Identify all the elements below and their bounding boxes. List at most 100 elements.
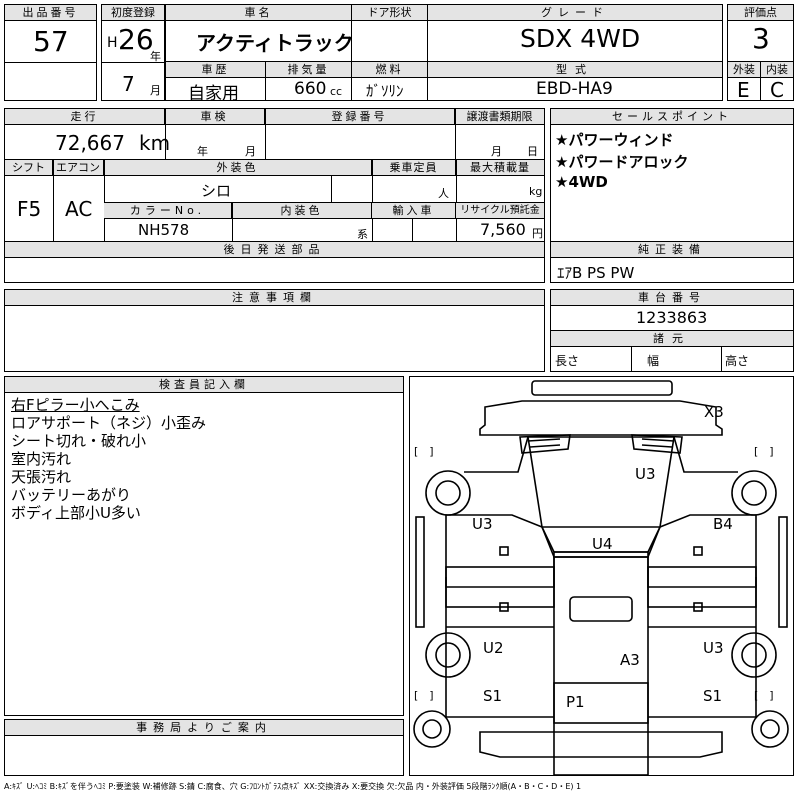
car-name-label: 車名 xyxy=(166,5,351,21)
damage-legend: A:ｷｽﾞ U:ﾍｺﾐ B:ｷｽﾞを伴うﾍｺﾐ P:要塗装 W:補修跡 S:錆 … xyxy=(4,782,582,791)
mileage-unit: km xyxy=(139,131,171,155)
capacity-label: 乗車定員 xyxy=(372,160,456,176)
score-box: 評価点 3 xyxy=(727,4,794,62)
damage-mark: U4 xyxy=(592,535,613,553)
transfer-day-unit: 日 xyxy=(527,145,538,158)
truck-outline-diagram xyxy=(413,380,789,775)
sales-points-label: セールスポイント xyxy=(551,109,793,125)
mileage: 72,667 xyxy=(55,131,125,155)
history: 自家用 xyxy=(188,84,239,104)
door-box: ドア形状 xyxy=(351,4,428,62)
displacement-unit: cc xyxy=(330,85,343,98)
color-number: NH578 xyxy=(138,221,190,239)
mileage-label: 走行 xyxy=(5,109,165,125)
inspector-note: バッテリーあがり xyxy=(11,486,132,504)
displacement: 660 xyxy=(294,79,327,99)
recycle-fee-unit: 円 xyxy=(532,227,543,240)
sales-points-box: セールスポイント ★パワーウィンド ★パワードアロック ★4WD xyxy=(550,108,794,242)
model-code: EBD-HA9 xyxy=(536,79,613,99)
sales-point-item: ★4WD xyxy=(555,173,608,191)
bracket-slot: [ ] xyxy=(754,689,774,702)
fuel-box: 燃料 ｶﾞｿﾘﾝ xyxy=(351,61,428,101)
exterior-color-label: 外装色 xyxy=(104,160,372,176)
damage-mark: P1 xyxy=(566,693,585,711)
model-box: 型式 EBD-HA9 xyxy=(427,61,723,101)
caution-label: 注意事項欄 xyxy=(5,290,544,306)
exterior-color: シロ xyxy=(201,182,232,200)
damage-mark: A3 xyxy=(620,651,640,669)
sales-point-item: ★パワーウィンド xyxy=(555,131,674,149)
grade-box: グレード SDX 4WD xyxy=(427,4,723,62)
damage-mark: U3 xyxy=(635,465,656,483)
genuine-equipment-box: 純正装備 ｴｱB PS PW xyxy=(550,241,794,283)
registration-year: 26 xyxy=(118,23,154,56)
color-number-label: カラーNo. xyxy=(104,203,232,219)
lot-number-label: 出品番号 xyxy=(5,5,96,21)
shift-label: シフト xyxy=(5,160,53,176)
chassis-number: 1233863 xyxy=(636,308,708,327)
recycle-fee-label: リサイクル預託金 xyxy=(456,203,544,219)
damage-mark: U2 xyxy=(483,639,504,657)
door-label: ドア形状 xyxy=(352,5,427,21)
damage-mark: S1 xyxy=(483,687,503,705)
fuel: ｶﾞｿﾘﾝ xyxy=(366,82,404,100)
first-registration-box: 初度登録 H 26 年 7 月 xyxy=(101,4,165,101)
exterior-grade-label: 外装 xyxy=(728,62,760,78)
bracket-slot: [ ] xyxy=(414,445,434,458)
inspection-label: 車検 xyxy=(165,109,265,125)
score: 3 xyxy=(752,22,770,55)
transfer-month-unit: 月 xyxy=(491,145,502,158)
inspection-year-unit: 年 xyxy=(197,145,208,158)
interior-grade-label: 内装 xyxy=(761,62,793,78)
later-parts-label: 後日発送部品 xyxy=(5,242,544,258)
genuine-equipment: ｴｱB PS PW xyxy=(557,264,635,282)
office-notice-label: 事務局よりご案内 xyxy=(5,720,403,736)
interior-grade: C xyxy=(770,78,784,102)
lot-number: 57 xyxy=(33,25,69,58)
bracket-slot: [ ] xyxy=(414,689,434,702)
dimensions-label: 諸元 xyxy=(551,331,793,347)
year-unit: 年 xyxy=(150,50,161,63)
spec-table: 走行 車検 登録番号 譲渡書類期限 72,667 km 年 月 月 日 シフト … xyxy=(4,108,545,242)
exterior-grade: E xyxy=(737,78,750,102)
registration-month: 7 xyxy=(122,72,135,96)
inspector-notes-box: 検査員記入欄 右Fピラー小へこみ ロアサポート（ネジ）小歪み シート切れ・破れ小… xyxy=(4,376,404,716)
inspector-note: ボディ上部小U多い xyxy=(11,504,141,522)
score-label: 評価点 xyxy=(728,5,793,21)
history-box: 車歴 自家用 xyxy=(165,61,266,104)
import-label: 輸入車 xyxy=(372,203,456,219)
inspector-note: 室内汚れ xyxy=(11,450,72,468)
office-notice-box: 事務局よりご案内 xyxy=(4,719,404,776)
inspector-note: ロアサポート（ネジ）小歪み xyxy=(11,414,207,432)
damage-mark: U3 xyxy=(472,515,493,533)
inspector-notes-label: 検査員記入欄 xyxy=(5,377,403,393)
damage-mark: B4 xyxy=(713,515,733,533)
inspector-note: 天張汚れ xyxy=(11,468,72,486)
car-name-box: 車名 アクティトラック xyxy=(165,4,354,62)
height-label: 高さ xyxy=(725,354,750,368)
fuel-label: 燃料 xyxy=(352,62,427,78)
displacement-label: 排気量 xyxy=(266,62,351,78)
inspection-month-unit: 月 xyxy=(245,145,256,158)
length-label: 長さ xyxy=(555,354,580,368)
later-parts-box: 後日発送部品 xyxy=(4,241,545,283)
model-label: 型式 xyxy=(428,62,722,78)
lot-number-box: 出品番号 57 xyxy=(4,4,97,101)
interior-grade-box: 内装 C xyxy=(760,61,794,102)
transfer-label: 譲渡書類期限 xyxy=(455,109,544,125)
capacity-unit: 人 xyxy=(438,187,449,200)
bracket-slot: [ ] xyxy=(754,445,774,458)
chassis-box: 車台番号 1233863 諸元 長さ 幅 高さ xyxy=(550,289,794,372)
plate-label: 登録番号 xyxy=(265,109,455,125)
month-unit: 月 xyxy=(150,84,161,97)
damage-mark: X3 xyxy=(704,403,724,421)
ac-label: エアコン xyxy=(53,160,104,176)
damage-diagram: X3 U3 U3 B4 U4 U2 A3 U3 S1 P1 S1 [ ] [ ]… xyxy=(409,376,794,776)
exterior-grade-box: 外装 E xyxy=(727,61,761,102)
max-load-unit: kg xyxy=(529,185,543,198)
caution-box: 注意事項欄 xyxy=(4,289,545,372)
grade: SDX 4WD xyxy=(520,24,641,53)
inspector-note: シート切れ・破れ小 xyxy=(11,432,147,450)
damage-mark: S1 xyxy=(703,687,723,705)
max-load-label: 最大積載量 xyxy=(456,160,544,176)
